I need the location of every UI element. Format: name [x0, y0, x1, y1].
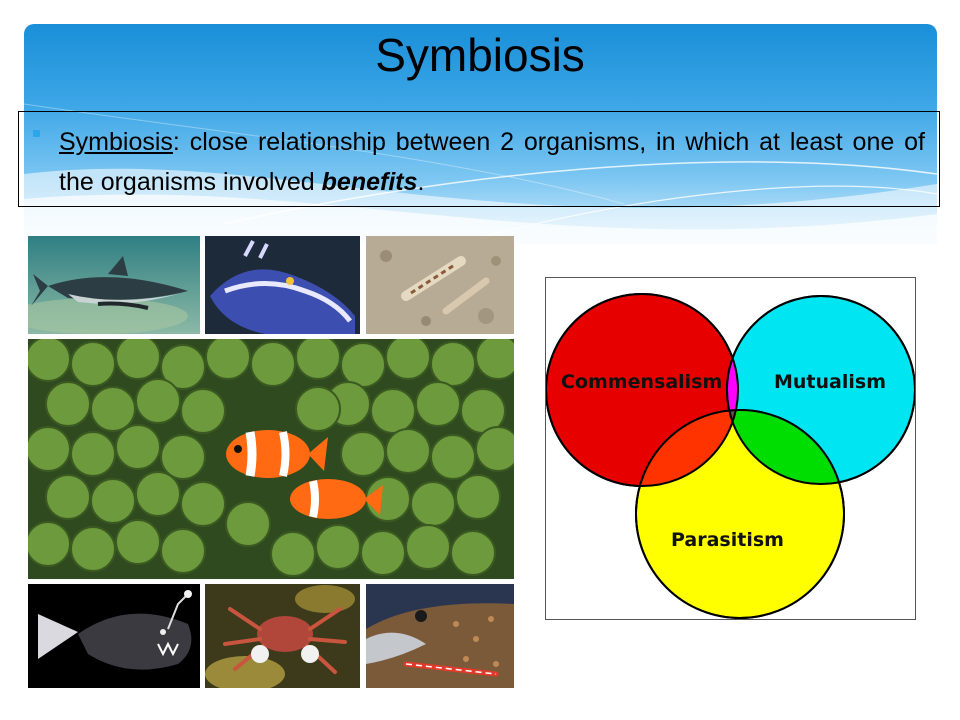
- clownfish-icon: [28, 339, 514, 579]
- sea-slug-icon: [205, 236, 360, 334]
- crab-icon: [205, 584, 360, 688]
- label-mutualism: Mutualism: [774, 371, 886, 393]
- nudibranch-photo: [205, 236, 360, 334]
- goby-and-shrimp-photo: [366, 236, 514, 334]
- shark-and-remoras-photo: [28, 236, 200, 334]
- definition-body: close relationship between 2 organisms, …: [59, 128, 925, 196]
- label-parasitism: Parasitism: [671, 529, 784, 551]
- emphasis-benefits: benefits: [321, 168, 418, 196]
- definition-text: Symbiosis: close relationship between 2 …: [59, 122, 925, 202]
- anglerfish-icon: [28, 584, 200, 688]
- slide-title: Symbiosis: [375, 29, 585, 81]
- shark-icon: [28, 236, 200, 334]
- crab-photo: [205, 584, 360, 688]
- definition-box: Symbiosis: close relationship between 2 …: [18, 111, 940, 207]
- period: .: [417, 168, 425, 196]
- term-symbiosis: Symbiosis: [59, 128, 173, 156]
- clownfish-in-anemone-photo: [28, 339, 514, 579]
- label-commensalism: Commensalism: [561, 371, 722, 393]
- symbiosis-venn-diagram: Commensalism Mutualism Parasitism: [545, 277, 916, 620]
- goby-icon: [366, 236, 514, 334]
- moray-eel-and-cleaner-shrimp-photo: [366, 584, 514, 688]
- eel-icon: [366, 584, 514, 688]
- bullet-icon: [33, 130, 40, 137]
- venn-svg: Commensalism Mutualism Parasitism: [545, 293, 916, 619]
- anglerfish-photo: [28, 584, 200, 688]
- colon: :: [172, 128, 180, 156]
